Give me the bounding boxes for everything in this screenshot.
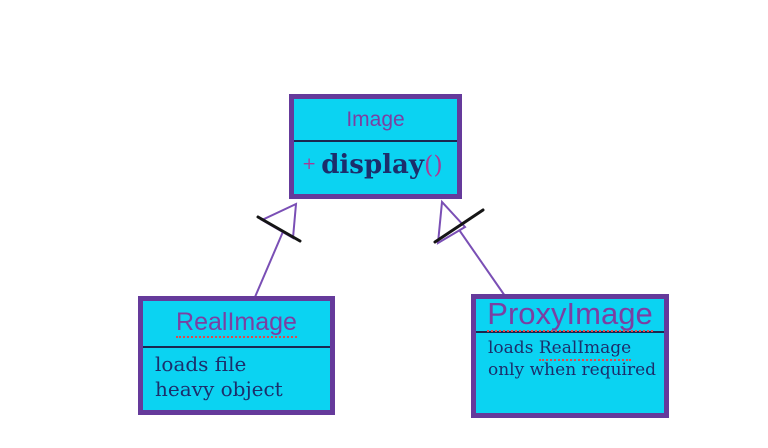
generalization-arrow-proxyimage-to-image (433, 199, 506, 297)
class-name: ProxyImage (487, 296, 653, 332)
class-box-proxyimage: ProxyImage loads RealImage only when req… (471, 294, 669, 418)
method-name: display (321, 150, 424, 180)
generalization-arrow-realimage-to-image (254, 202, 302, 298)
visibility-symbol: + (302, 154, 317, 174)
arrowhead-cross-stroke (256, 215, 302, 243)
class-name-compartment: Image (294, 99, 457, 142)
class-name-compartment: RealImage (143, 301, 330, 348)
class-name-compartment: ProxyImage (476, 296, 664, 333)
note-line: loads RealImage (488, 337, 652, 361)
note-text: loads (488, 338, 539, 358)
class-name: Image (346, 108, 405, 131)
note-line: heavy object (155, 377, 283, 401)
class-box-realimage: RealImage loads file heavy object (138, 296, 335, 415)
note-text-underlined: RealImage (538, 338, 632, 361)
method-parens: () (423, 151, 443, 179)
note-line: only when required (488, 360, 657, 381)
note-line: loads file (155, 352, 247, 376)
methods-compartment: +display() (294, 142, 457, 180)
class-box-image: Image +display() (289, 94, 462, 199)
notes-compartment: loads file heavy object (143, 348, 330, 406)
arrowhead-cross-stroke (433, 208, 485, 244)
class-name: RealImage (176, 307, 297, 338)
notes-compartment: loads RealImage only when required (476, 333, 664, 385)
hollow-triangle-arrowhead (436, 199, 467, 245)
